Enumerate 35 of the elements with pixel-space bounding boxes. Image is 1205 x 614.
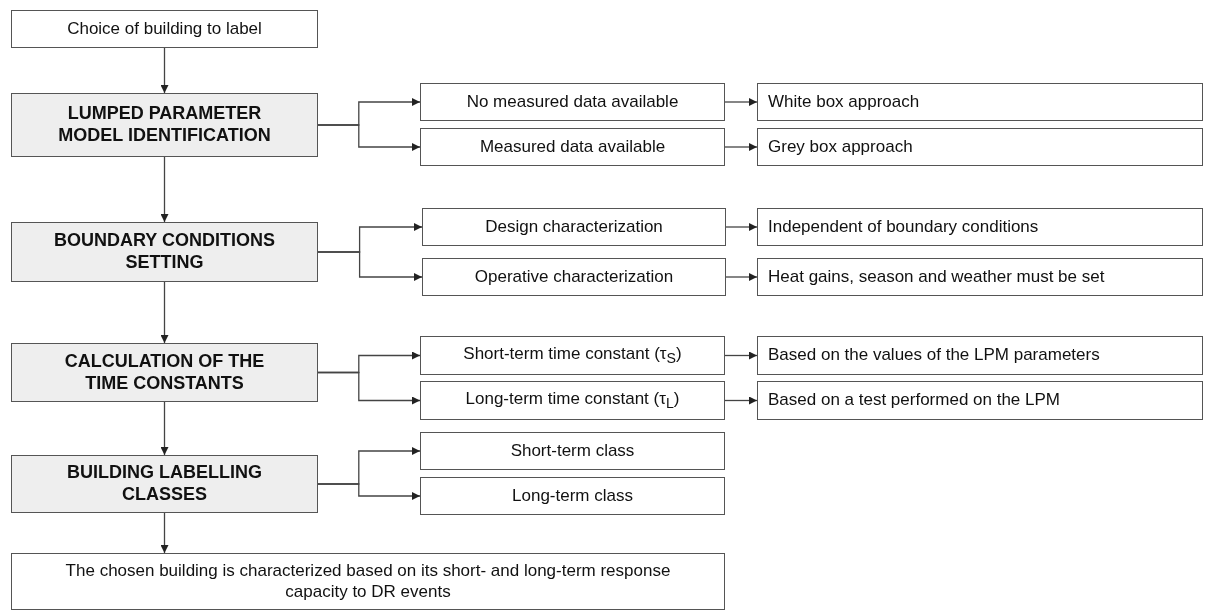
process-box: No measured data available — [420, 83, 725, 121]
arrow — [317, 124, 421, 151]
arrow — [160, 281, 169, 344]
arrow — [160, 47, 169, 94]
outcome-box: Grey box approach — [757, 128, 1203, 166]
arrow — [317, 371, 421, 405]
process-box: Long-term class — [420, 477, 725, 515]
process-step-box: BOUNDARY CONDITIONS SETTING — [11, 222, 318, 282]
process-box: Design characterization — [422, 208, 726, 246]
outcome-box: Based on the values of the LPM parameters — [757, 336, 1203, 375]
process-box: Long-term time constant (τ$_{L}$) — [420, 381, 725, 420]
outcome-box: Based on a test performed on the LPM — [757, 381, 1203, 420]
process-step-box: BUILDING LABELLING CLASSES — [11, 455, 318, 513]
arrow — [160, 401, 169, 456]
process-box: The chosen building is characterized based on its short- and long-term response capacity to DR events — [11, 553, 725, 610]
process-box: Short-term class — [420, 432, 725, 470]
arrow — [725, 223, 758, 231]
process-box: Choice of building to label — [11, 10, 318, 48]
process-box: Measured data available — [420, 128, 725, 166]
outcome-box: Heat gains, season and weather must be set — [757, 258, 1203, 296]
arrow — [725, 273, 758, 281]
arrow — [724, 351, 758, 360]
arrow — [317, 483, 421, 500]
arrow — [724, 396, 758, 405]
outcome-box: White box approach — [757, 83, 1203, 121]
arrow — [160, 156, 169, 223]
process-box: Short-term time constant (τ$_{S}$) — [420, 336, 725, 375]
arrow — [160, 512, 169, 554]
arrow — [724, 98, 758, 106]
outcome-box: Independent of boundary conditions — [757, 208, 1203, 246]
process-step-box: LUMPED PARAMETER MODEL IDENTIFICATION — [11, 93, 318, 157]
process-box: Operative characterization — [422, 258, 726, 296]
arrow — [724, 143, 758, 151]
arrow — [317, 251, 423, 281]
process-step-box: CALCULATION OF THE TIME CONSTANTS — [11, 343, 318, 402]
